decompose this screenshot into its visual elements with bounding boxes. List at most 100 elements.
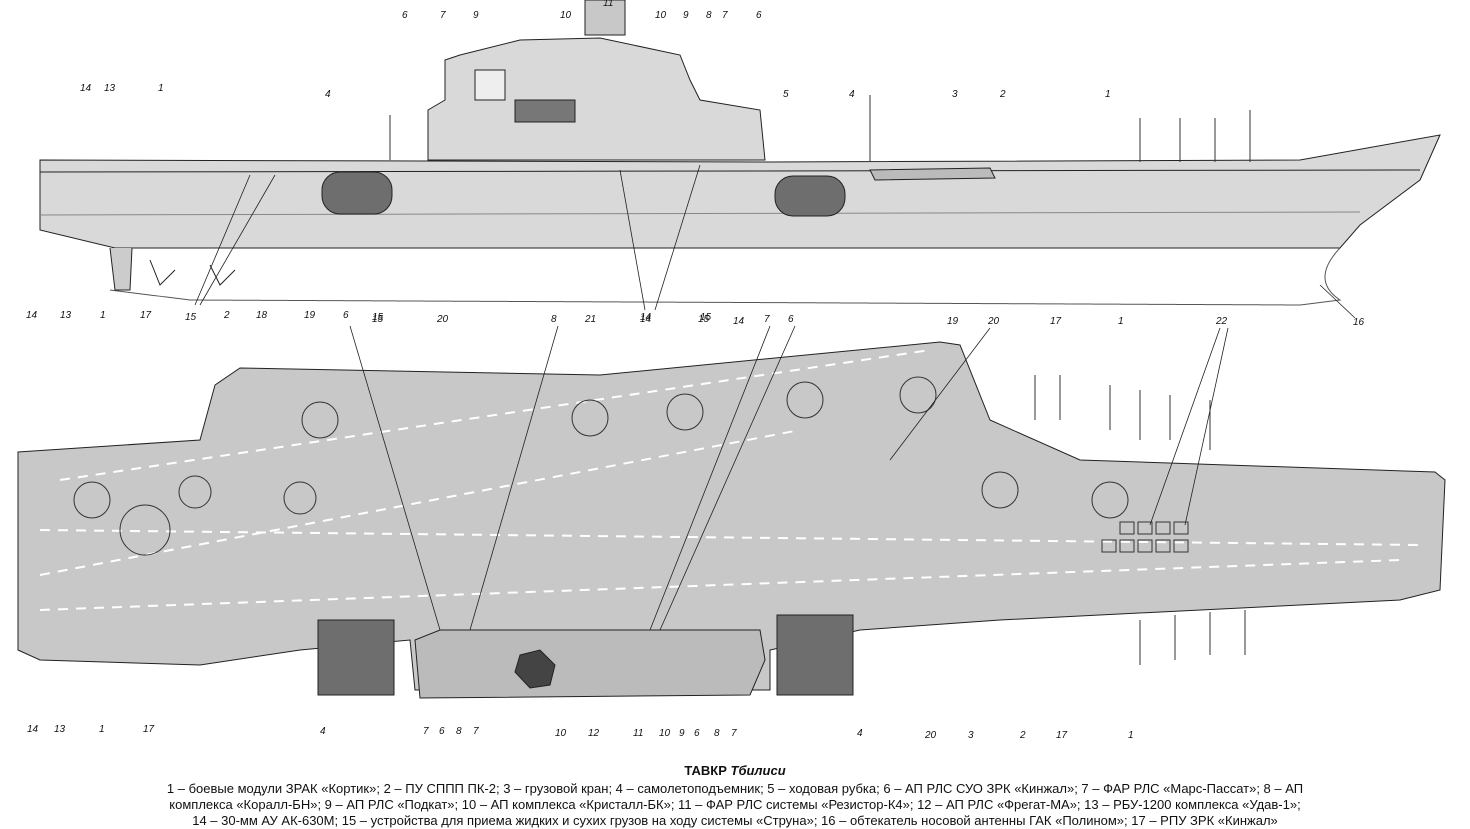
caption-line: 1 – боевые модули ЗРАК «Кортик»; 2 – ПУ … [166,781,1304,796]
callout-label: 20 [987,316,1000,327]
callout-label: 9 [473,10,479,21]
callout-label: 19 [947,316,959,327]
callout-label: 4 [320,726,326,737]
deck-pads [73,376,1129,556]
deck-elevator-aft [317,619,395,696]
callout-label: 13 [54,724,66,735]
side-hull-stripe [39,211,1361,216]
top-callouts: 14 13 1 17 2 18 19 6 15 20 8 21 14 15 14… [26,310,1228,327]
callout-label: 6 [694,728,700,739]
callout-label: 14 [27,724,39,735]
side-island-block [474,69,506,101]
callout-label: 20 [436,314,449,325]
callout-label: 1 [1118,316,1124,327]
side-elevator-fwd [774,175,846,217]
callout-label: 7 [764,314,770,325]
callout-label: 7 [473,726,479,737]
caption-title-main: ТАВКР [684,763,727,778]
callout-label: 9 [683,10,689,21]
callout-label: 10 [555,728,567,739]
caption-line: комплекса «Коралл-БН»; 9 – АП РЛС «Подка… [169,797,1301,812]
callout-label: 9 [679,728,685,739]
callout-label: 7 [440,10,446,21]
deck-edge-masts [1034,375,1246,665]
side-elevator-aft [321,171,393,215]
side-island [427,37,766,161]
callout-label: 17 [143,724,155,735]
callout-label: 14 [640,314,652,325]
callout-label: 17 [140,310,152,321]
side-hull [39,134,1441,249]
callout-label: 1 [1105,89,1111,100]
callout-label: 19 [304,310,316,321]
callout-label: 5 [783,89,789,100]
island-top [414,629,766,699]
side-callouts: 6 7 9 10 11 10 9 8 7 6 14 13 1 4 5 4 3 2… [80,0,1365,328]
caption-title: ТАВКР Тбилиси [0,763,1470,779]
callout-label: 22 [1215,316,1228,327]
callout-label: 1 [99,724,105,735]
rudder [109,247,133,291]
caption-line: 14 – 30-мм АУ АК-630М; 15 – устройства д… [192,813,1278,828]
callout-label: 11 [603,0,613,9]
callout-label: 14 [26,310,38,321]
caption-body: 1 – боевые модули ЗРАК «Кортик»; 2 – ПУ … [0,781,1470,829]
callout-label: 8 [551,314,557,325]
top-view [17,341,1446,699]
callout-label: 4 [849,89,855,100]
callout-label: 7 [722,10,728,21]
callout-label: 3 [968,730,974,741]
carrier-drawing: 6 7 9 10 11 10 9 8 7 6 14 13 1 4 5 4 3 2… [17,0,1446,741]
callout-label: 15 [372,312,384,323]
callout-label: 4 [325,89,331,100]
bow-cells [1101,521,1189,553]
callout-label: 6 [402,10,408,21]
callout-label: 14 [640,312,652,323]
callout-label: 2 [999,89,1006,100]
leader-lines [194,164,1356,631]
callout-label: 21 [584,314,596,325]
callout-label: 17 [1056,730,1068,741]
deck-elevator-fwd [776,614,854,696]
callout-label: 8 [456,726,462,737]
callout-label: 10 [655,10,667,21]
callout-label: 15 [700,312,712,323]
callout-label: 13 [60,310,72,321]
callout-label: 2 [1019,730,1026,741]
callout-label: 6 [439,726,445,737]
callout-label: 17 [1050,316,1062,327]
callout-label: 1 [158,83,164,94]
callout-label: 6 [756,10,762,21]
side-masts [389,95,1251,162]
callout-label: 8 [714,728,720,739]
callout-label: 7 [423,726,429,737]
callout-label: 3 [952,89,958,100]
callout-label: 15 [372,314,384,325]
callout-label: 6 [788,314,794,325]
callout-label: 10 [560,10,572,21]
side-deck-line [39,169,1421,173]
island-funnel-top [514,649,556,689]
deck-markings [39,349,1421,611]
callout-label: 1 [100,310,106,321]
callout-label: 6 [343,310,349,321]
callout-label: 15 [698,314,710,325]
side-island-funnel [584,0,626,36]
side-island-windows [514,99,576,123]
caption-title-name: Тбилиси [730,763,786,778]
callout-label: 12 [588,728,600,739]
callout-label: 1 [1128,730,1134,741]
callout-label: 15 [185,312,197,323]
callout-label: 2 [223,310,230,321]
flight-deck [17,341,1446,691]
side-crane [869,167,996,181]
callout-label: 7 [731,728,737,739]
callout-label: 14 [80,83,92,94]
bottom-callouts: 14 13 1 17 4 7 6 8 7 10 12 11 10 9 6 8 7… [27,724,1134,741]
bow-fairing [109,247,1342,306]
propeller [149,259,236,286]
callout-label: 18 [256,310,268,321]
callout-label: 20 [924,730,937,741]
callout-label: 11 [633,728,643,739]
callout-label: 14 [733,316,745,327]
